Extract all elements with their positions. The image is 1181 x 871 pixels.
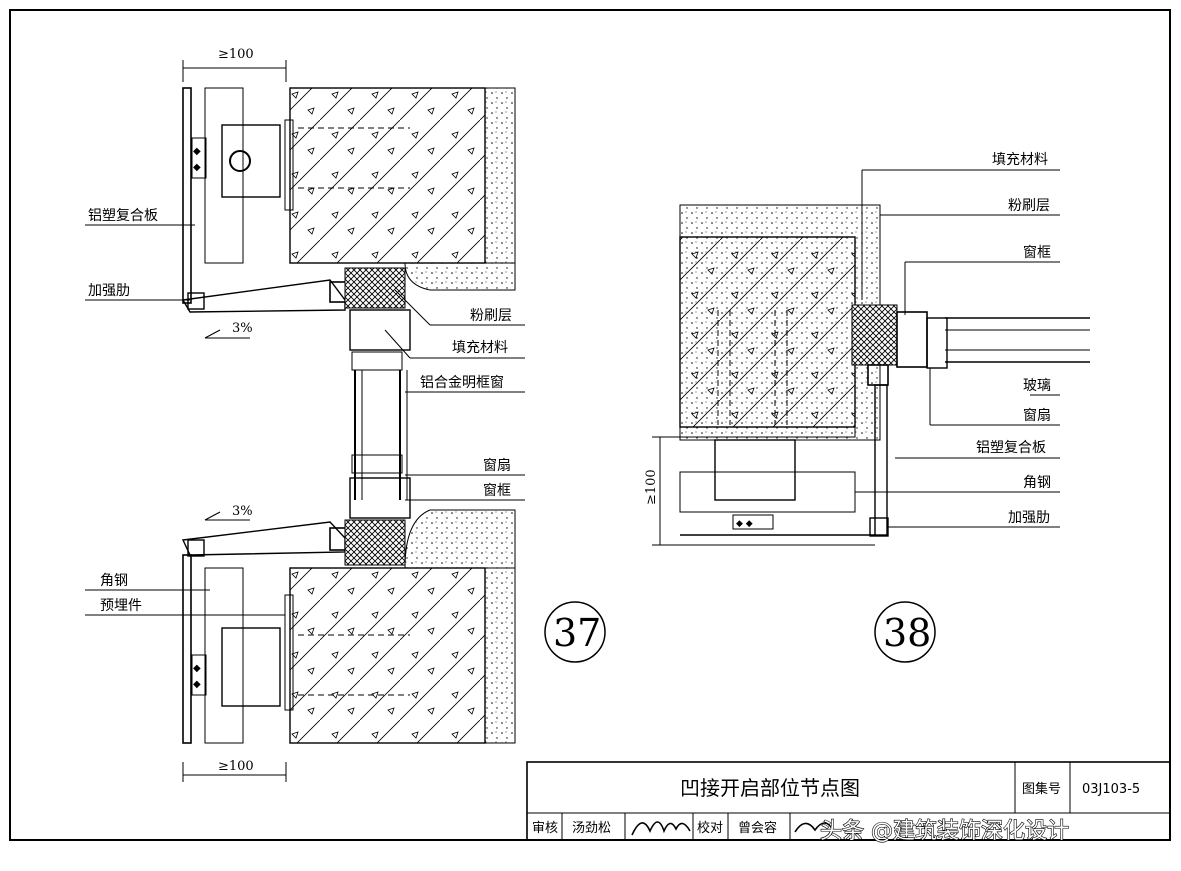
- label-window-37: 铝合金明框窗: [420, 374, 504, 391]
- svg-text:◆: ◆: [193, 679, 201, 690]
- title-block-atlas-label: 图集号: [1022, 781, 1061, 797]
- svg-text:◆: ◆: [193, 663, 201, 674]
- slope-top-37: 3%: [232, 321, 253, 336]
- slope-bottom-37: 3%: [232, 504, 253, 519]
- title-block-review-label: 审核: [532, 821, 558, 836]
- title-block-check-label: 校对: [697, 820, 723, 836]
- label-composite-panel-38: 铝塑复合板: [976, 439, 1046, 456]
- title-block-reviewer: 汤劲松: [572, 821, 611, 836]
- detail-38: ◆ ◆ ≥100 填充材料 粉刷层 窗框 玻璃 窗扇 铝塑复合板 角钢 加强肋 …: [644, 152, 1090, 663]
- label-angle-steel-37: 角钢: [100, 573, 128, 589]
- label-filler-38: 填充材料: [992, 152, 1048, 168]
- label-frame-37: 窗框: [483, 482, 511, 499]
- label-composite-panel-37: 铝塑复合板: [88, 207, 158, 224]
- concrete-38: [679, 236, 856, 428]
- title-block-title: 凹接开启部位节点图: [680, 776, 860, 800]
- label-plaster-37: 粉刷层: [470, 308, 512, 324]
- label-angle-steel-38: 角钢: [1023, 475, 1051, 491]
- label-frame-38: 窗框: [1023, 244, 1051, 261]
- title-block: 凹接开启部位节点图 图集号 03J103-5 审核 汤劲松 校对 曾会容 头条 …: [526, 761, 1171, 845]
- dim-side-38: ≥100: [644, 469, 659, 505]
- label-plaster-38: 粉刷层: [1008, 198, 1050, 214]
- label-embedded-37: 预埋件: [100, 598, 142, 614]
- title-block-checker: 曾会容: [738, 820, 777, 836]
- watermark: 头条 @建筑装饰深化设计: [820, 819, 1069, 844]
- label-filler-37: 填充材料: [452, 340, 508, 356]
- label-sash-37: 窗扇: [483, 457, 511, 474]
- plaster-upper-37: [484, 87, 516, 264]
- label-sash-38: 窗扇: [1023, 407, 1051, 424]
- dim-top-37: ≥100: [218, 47, 254, 62]
- detail-37: ≥100 ◆ ◆ 3%: [85, 47, 606, 782]
- detail-number-37: 37: [553, 611, 601, 655]
- detail-number-circle-38: [874, 601, 936, 663]
- svg-text:◆ ◆: ◆ ◆: [736, 519, 753, 529]
- checker-signature: [794, 822, 834, 833]
- svg-text:◆: ◆: [193, 146, 201, 157]
- concrete-upper-37: [289, 87, 486, 264]
- label-glass-38: 玻璃: [1023, 377, 1051, 394]
- svg-text:◆: ◆: [193, 162, 201, 173]
- detail-number-38: 38: [883, 611, 931, 655]
- dim-bottom-37: ≥100: [218, 759, 254, 774]
- detail-number-circle-37: [544, 601, 606, 663]
- reviewer-signature: [631, 821, 691, 836]
- concrete-lower-37: [289, 567, 486, 744]
- label-stiffener-37: 加强肋: [88, 283, 130, 299]
- plaster-lower-37: [484, 567, 516, 744]
- label-stiffener-38: 加强肋: [1008, 510, 1050, 526]
- title-block-atlas-no: 03J103-5: [1082, 782, 1140, 797]
